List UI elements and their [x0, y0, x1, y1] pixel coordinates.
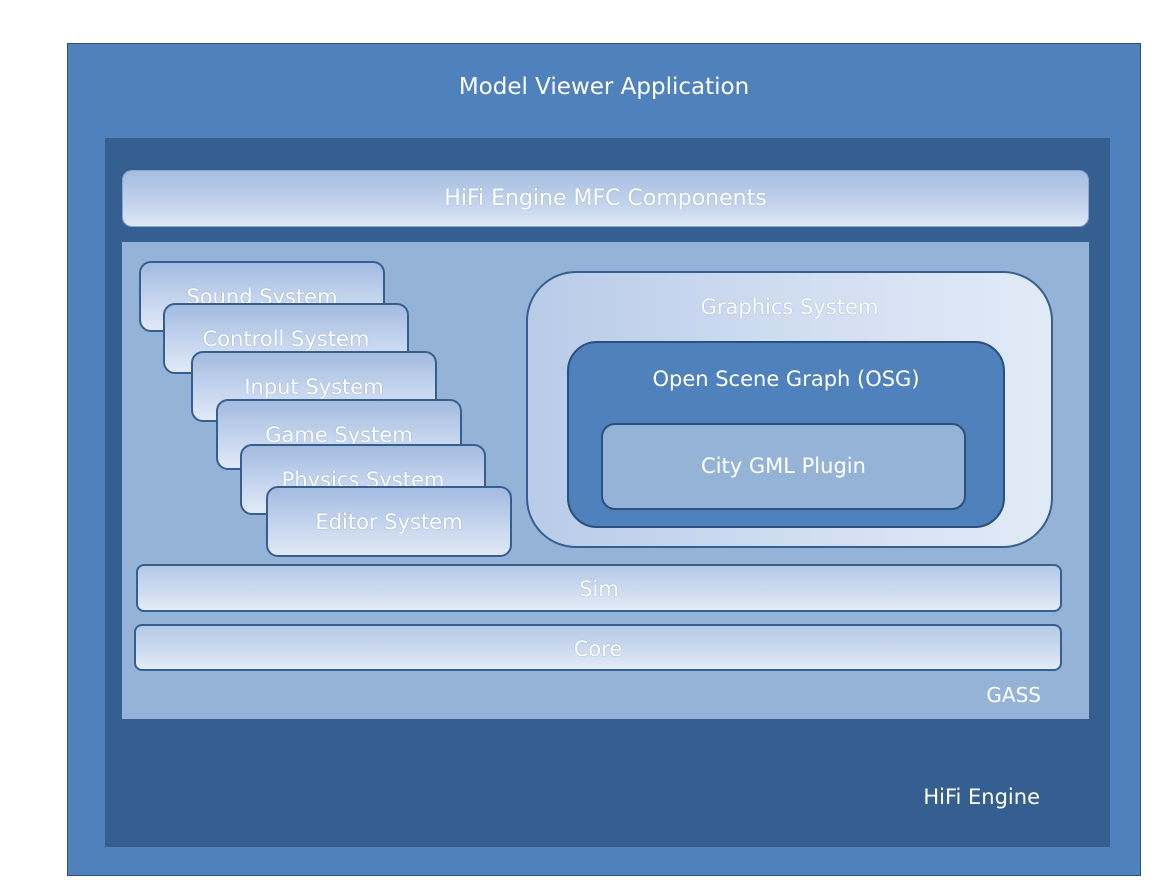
sim-block: Sim: [136, 564, 1062, 612]
mfc-components-label: HiFi Engine MFC Components: [444, 186, 767, 211]
editor-system-block: Editor System: [266, 486, 512, 557]
model-viewer-application-label: Model Viewer Application: [458, 74, 750, 100]
game-system-label: Game System: [265, 423, 413, 447]
input-system-label: Input System: [244, 375, 384, 399]
graphics-system-block: Graphics System Open Scene Graph (OSG) C…: [526, 271, 1053, 548]
gass-block: Sound System Controll System Input Syste…: [122, 242, 1089, 719]
graphics-system-label: Graphics System: [700, 295, 879, 319]
core-block: Core: [134, 624, 1062, 671]
city-gml-plugin-label: City GML Plugin: [701, 454, 866, 478]
model-viewer-application-block: Model Viewer Application HiFi Engine MFC…: [67, 43, 1141, 876]
osg-label: Open Scene Graph (OSG): [652, 367, 920, 391]
osg-block: Open Scene Graph (OSG) City GML Plugin: [567, 341, 1005, 528]
editor-system-label: Editor System: [315, 510, 463, 534]
mfc-components-block: HiFi Engine MFC Components: [122, 170, 1089, 227]
gass-label: GASS: [986, 683, 1041, 707]
hifi-engine-label: HiFi Engine: [923, 785, 1040, 809]
sim-label: Sim: [579, 577, 619, 601]
core-label: Core: [573, 637, 623, 661]
hifi-engine-block: HiFi Engine MFC Components Sound System …: [105, 138, 1110, 847]
controll-system-label: Controll System: [202, 327, 370, 351]
city-gml-plugin-block: City GML Plugin: [601, 423, 966, 510]
